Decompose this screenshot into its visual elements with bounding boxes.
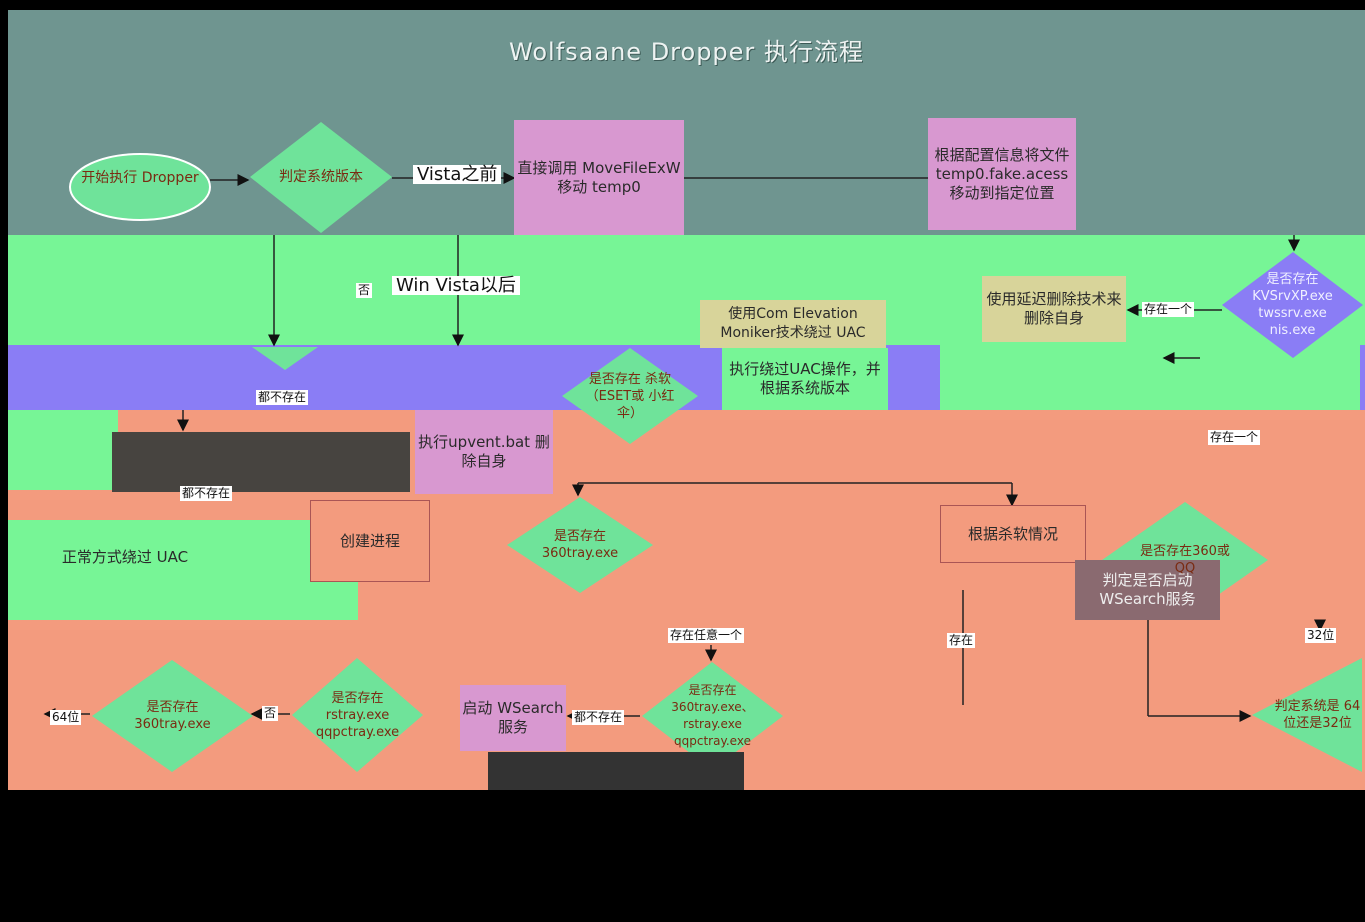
label-none-exist-3: 都不存在 (572, 710, 625, 725)
decision-small-left (250, 346, 320, 372)
decision-check-rstray: 是否存在 rstray.exe qqpctray.exe (290, 656, 425, 774)
decision-check-eset: 是否存在 杀软（ESET或 小红伞） (560, 346, 700, 446)
label-exist-one: 存在一个 (1142, 302, 1195, 317)
decision-check-bits-label: 判定系统是 64位还是32位 (1274, 699, 1361, 731)
process-create: 创建进程 (310, 500, 430, 582)
label-before-vista: Vista之前 (413, 165, 502, 184)
label-exist: 存在 (947, 633, 976, 648)
title-bar: Wolfsaane Dropper 执行流程 (8, 10, 1365, 92)
process-move-file: 直接调用 MoveFileExW移动 temp0 (514, 120, 684, 235)
process-upvent: 执行upvent.bat 删除自身 (415, 410, 553, 494)
decision-check-kv: 是否存在 KVSrvXP.exe twssrv.exe nis.exe (1220, 250, 1365, 360)
decision-check-360-qq-label: 是否存在360或 QQ (1140, 544, 1230, 576)
decision-check-rstray-label: 是否存在 rstray.exe qqpctray.exe (315, 690, 400, 740)
label-64bit: 64位 (50, 710, 82, 725)
diagram-title: Wolfsaane Dropper 执行流程 (509, 38, 864, 66)
label-none-exist-2: 都不存在 (180, 486, 233, 501)
decision-check-360: 是否存在 360tray.exe (505, 495, 655, 595)
process-delay-delete: 使用延迟删除技术来删除自身 (982, 276, 1126, 342)
decision-check-360tray2: 是否存在 360tray.exe、rstray.exe qqpctray.exe (640, 660, 785, 772)
band-top (8, 92, 1365, 235)
decision-check-eset-label: 是否存在 杀软（ESET或 小红伞） (585, 371, 675, 421)
decision-check-os-label: 判定系统版本 (279, 169, 363, 185)
process-check-wsearch: 判定是否启动 WSearch服务 (1075, 560, 1220, 620)
process-normal-uac: 正常方式绕过 UAC (10, 522, 240, 592)
decision-check-360sd-label: 是否存在 360tray.exe (134, 700, 211, 732)
label-none-exist-1: 都不存在 (256, 390, 309, 405)
start-node: 开始执行 Dropper (68, 152, 218, 222)
dark-box-bottom (488, 752, 744, 790)
process-start-wsearch: 启动 WSearch服务 (460, 685, 566, 751)
process-com-elevation-top: 使用Com Elevation Moniker技术绕过 UAC (700, 300, 886, 348)
band-green-left (8, 410, 118, 490)
band-green-right (940, 345, 1360, 410)
label-no-2: 否 (262, 706, 279, 721)
label-exist-any: 存在任意一个 (668, 628, 745, 643)
decision-check-360tray2-label: 是否存在 360tray.exe、rstray.exe qqpctray.exe (671, 683, 754, 748)
band-green (8, 235, 1365, 345)
decision-check-360sd: 是否存在 360tray.exe (90, 658, 255, 774)
label-exist-one-2: 存在一个 (1208, 430, 1261, 445)
process-place-file: 根据配置信息将文件 temp0.fake.acess 移动到指定位置 (928, 118, 1076, 230)
process-by-av: 根据杀软情况 (940, 505, 1086, 563)
decision-check-360-label: 是否存在 360tray.exe (541, 529, 619, 561)
start-label: 开始执行 Dropper (81, 170, 199, 186)
label-no: 否 (356, 283, 373, 298)
decision-check-kv-label: 是否存在 KVSrvXP.exe twssrv.exe nis.exe (1252, 272, 1333, 338)
dark-box (112, 432, 410, 492)
decision-check-os: 判定系统版本 (248, 120, 394, 235)
label-after-vista: Win Vista以后 (392, 276, 520, 295)
label-32bit: 32位 (1305, 628, 1337, 643)
decision-check-bits: 判定系统是 64位还是32位 (1250, 656, 1365, 774)
process-bypass-uac: 执行绕过UAC操作，并根据系统版本 (722, 348, 888, 410)
